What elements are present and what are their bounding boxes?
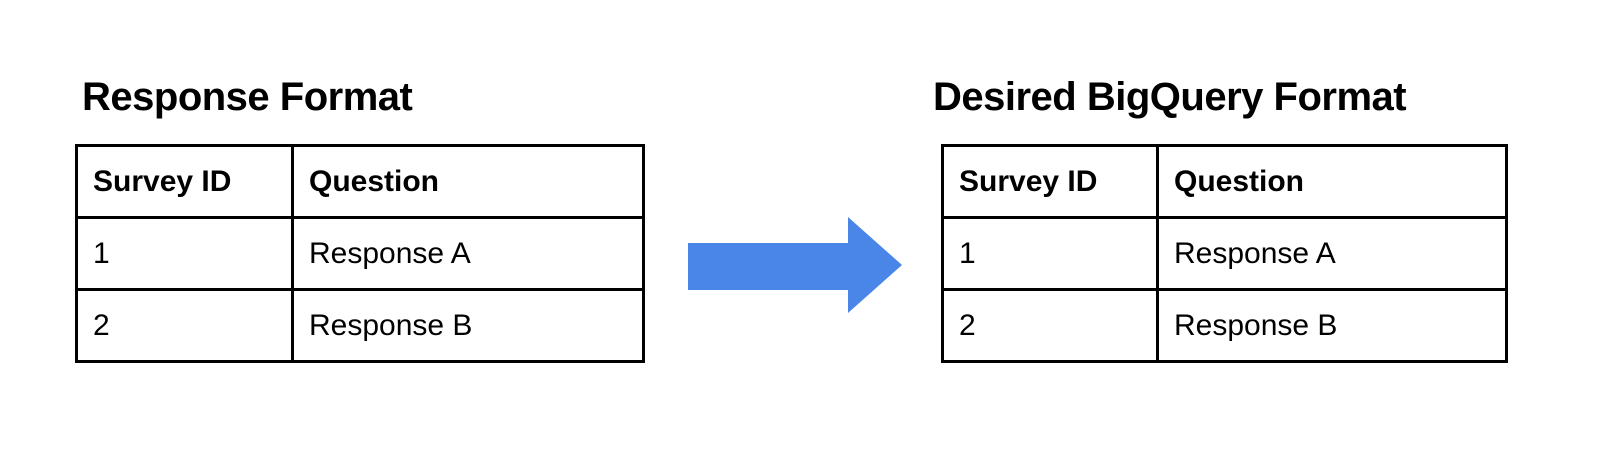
cell-question: Response B — [1156, 288, 1508, 363]
table-header-row: Survey ID Question — [941, 144, 1508, 219]
table-row: 1 Response A — [75, 216, 645, 291]
header-cell-question: Question — [291, 144, 645, 219]
table-row: 1 Response A — [941, 216, 1508, 291]
right-arrow-shape — [688, 217, 902, 313]
cell-survey-id: 1 — [941, 216, 1159, 291]
cell-question: Response A — [291, 216, 645, 291]
header-cell-question: Question — [1156, 144, 1508, 219]
cell-survey-id: 2 — [941, 288, 1159, 363]
right-panel-title: Desired BigQuery Format — [933, 75, 1407, 119]
header-cell-survey-id: Survey ID — [941, 144, 1159, 219]
bigquery-format-table: Survey ID Question 1 Response A 2 Respon… — [941, 144, 1508, 363]
response-format-table: Survey ID Question 1 Response A 2 Respon… — [75, 144, 645, 363]
cell-question: Response A — [1156, 216, 1508, 291]
table-row: 2 Response B — [941, 288, 1508, 363]
right-arrow-icon — [688, 217, 902, 313]
cell-question: Response B — [291, 288, 645, 363]
table-row: 2 Response B — [75, 288, 645, 363]
table-header-row: Survey ID Question — [75, 144, 645, 219]
cell-survey-id: 2 — [75, 288, 294, 363]
left-panel-title: Response Format — [82, 75, 413, 119]
header-cell-survey-id: Survey ID — [75, 144, 294, 219]
cell-survey-id: 1 — [75, 216, 294, 291]
